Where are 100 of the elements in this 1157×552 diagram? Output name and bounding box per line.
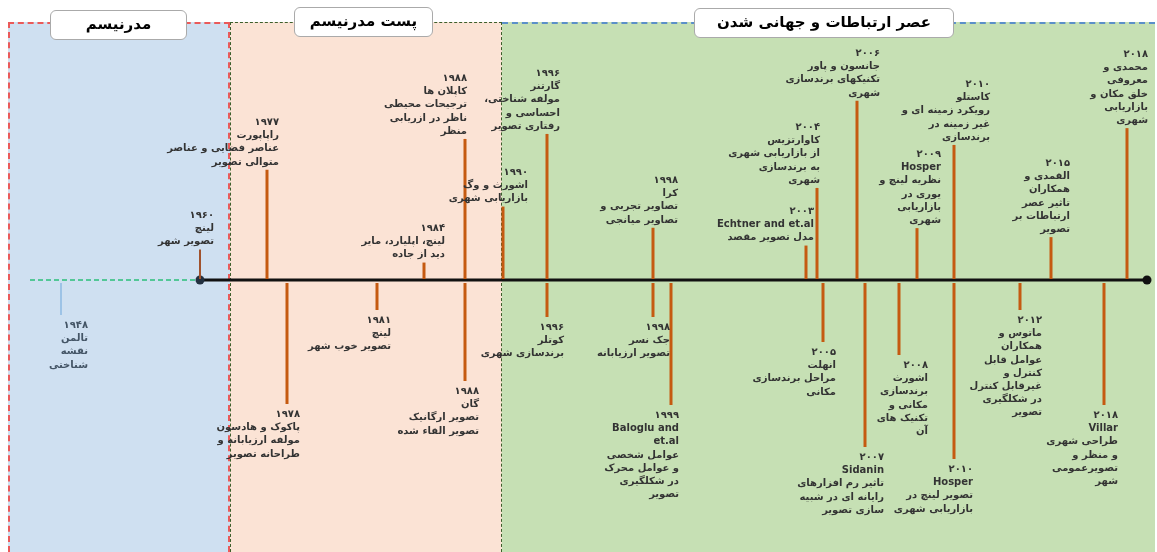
event-year: ۱۹۹۶ xyxy=(538,320,564,334)
event-author: تالمن xyxy=(60,331,88,345)
event-description: از بازاریابی شهری به برندسازی شهری xyxy=(727,146,820,186)
event-description: طراحی شهری و منظر و تصویرعمومی شهر xyxy=(1045,434,1118,488)
leader-line xyxy=(651,227,655,279)
leader-line xyxy=(952,283,956,459)
event-year: ۱۹۸۱ xyxy=(365,313,391,327)
event-description: تصویر شهر xyxy=(156,234,214,248)
event-year: ۱۹۹۸ xyxy=(652,173,678,187)
leader-line xyxy=(545,133,549,279)
event-author: محمدی و معروفی xyxy=(1101,60,1148,87)
leader-line xyxy=(463,138,467,279)
event-author: اشورث xyxy=(891,371,928,385)
event-description: برندسازی شهری xyxy=(479,346,564,360)
leader-line xyxy=(422,262,426,279)
event-description: تکنیکهای برندسازی شهری xyxy=(784,72,880,99)
leader-line xyxy=(60,282,62,316)
event-description: تاثیر عصر ارتباطات بر تصویر xyxy=(1011,195,1070,236)
event-description: ترجیحات محیطی ناظر در ازریابی منظر xyxy=(382,97,467,137)
event-year: ۲۰۰۳ xyxy=(788,204,814,218)
event-year: ۲۰۰۴ xyxy=(794,120,820,134)
event-year: ۱۹۴۸ xyxy=(62,318,88,332)
event-year: ۲۰۰۷ xyxy=(858,450,884,464)
event-author: راپاپورت xyxy=(235,128,279,142)
event-description: تصویر لینچ در بازاریابی شهری xyxy=(892,488,973,515)
event-year: ۲۰۱۲ xyxy=(1016,313,1042,327)
leader-line xyxy=(1102,283,1106,405)
event-author: Villar xyxy=(1087,421,1118,435)
leader-line xyxy=(265,169,269,279)
event-description: مولفه ارزیابانه و طراحانه تصویر xyxy=(216,433,300,460)
event-description: تصویر ارگانیک تصویر القاء شده xyxy=(396,410,479,437)
leader-line xyxy=(669,283,673,405)
event-year: ۱۹۹۶ xyxy=(534,66,560,80)
event-author: لینچ، اپلیارد، مایر xyxy=(360,234,445,248)
event-author: القمدی و همکاران xyxy=(1022,169,1070,196)
event-year: ۲۰۰۵ xyxy=(810,345,836,359)
event-year: ۲۰۱۵ xyxy=(1044,156,1070,170)
event-year: ۲۰۰۶ xyxy=(854,46,880,60)
event-description: نقشه شناختی xyxy=(47,344,88,371)
event-description: عوامل قابل کنترل و غیرقابل کنترل در شکلگیری تصویر xyxy=(968,352,1042,419)
leader-line xyxy=(1049,237,1053,279)
event-year: ۲۰۱۸ xyxy=(1122,47,1148,61)
event-year: ۲۰۱۰ xyxy=(947,462,973,476)
leader-line xyxy=(1125,128,1129,279)
event-description: خلق مکان و بازاریابی شهری xyxy=(1088,86,1148,127)
leader-line xyxy=(952,144,956,279)
event-year: ۱۹۹۸ xyxy=(644,320,670,334)
event-author: لینچ xyxy=(370,326,391,340)
event-description: دید از جاده xyxy=(391,247,445,261)
leader-line xyxy=(1018,283,1022,310)
leader-line xyxy=(285,283,289,404)
event-description: تصاویر تجربی و تصاویر میانجی xyxy=(598,199,678,226)
leader-line xyxy=(545,283,549,317)
event-description: رویکرد زمینه ای و غیر زمینه در برندسازی xyxy=(900,103,990,143)
event-year: ۲۰۱۸ xyxy=(1092,408,1118,422)
event-description: مدل تصویر مقصد xyxy=(726,230,814,244)
event-description: تصویر ارزیابانه xyxy=(595,346,670,360)
event-year: ۱۹۸۸ xyxy=(441,71,467,85)
leader-line xyxy=(855,100,859,279)
leader-line xyxy=(375,283,379,310)
event-description: عوامل شخصی و عوامل محرک در شکلگیری تصویر xyxy=(603,447,679,501)
event-year: ۱۹۶۰ xyxy=(188,208,214,222)
event-year: ۲۰۰۹ xyxy=(915,147,941,161)
leader-line xyxy=(821,283,825,342)
event-year: ۱۹۷۷ xyxy=(253,115,279,129)
leader-line xyxy=(463,283,467,381)
leader-line xyxy=(915,228,919,279)
leader-line xyxy=(897,283,901,355)
event-year: ۲۰۰۸ xyxy=(902,358,928,372)
event-description: برندسازی مکانی و تکنیک های آن xyxy=(875,384,928,438)
event-description: تاثیر رم افزارهای رایانه ای در شبیه سازی تصویر xyxy=(796,476,884,516)
leader-line xyxy=(199,248,201,280)
event-author: Sidanin xyxy=(840,463,884,477)
event-description: مولفه شناختی، احساسی و رفتاری تصویر xyxy=(483,92,560,132)
event-year: ۲۰۱۰ xyxy=(964,77,990,91)
event-author: Echtner and et.al xyxy=(715,217,814,231)
event-author: جانسون و پاور xyxy=(806,59,880,73)
event-author: کوتلر xyxy=(536,333,564,347)
event-author: گارتنر xyxy=(529,79,560,93)
leader-line xyxy=(863,283,867,447)
event-author: انهلت xyxy=(806,358,836,372)
event-author: کاوارتزیس xyxy=(766,133,820,147)
event-year: ۱۹۹۰ xyxy=(502,165,528,179)
period-heading: مدرنیسم xyxy=(50,10,187,40)
leader-line xyxy=(815,187,819,279)
event-year: ۱۹۷۸ xyxy=(274,407,300,421)
event-author: Baloglu and et.al xyxy=(611,421,679,448)
event-year: ۱۹۸۸ xyxy=(453,384,479,398)
event-year: ۱۹۸۴ xyxy=(419,221,445,235)
leader-line xyxy=(804,245,808,279)
event-author: Hosper xyxy=(899,160,941,174)
event-author: جک نسر xyxy=(627,333,670,347)
event-description: نظریه لینچ و یوری در بازاریابی شهری xyxy=(877,173,941,227)
event-author: گان xyxy=(459,397,479,411)
event-author: Hosper xyxy=(931,475,973,489)
period-heading: پست مدرنیسم xyxy=(294,7,433,37)
event-author: ماتوس و همکاران xyxy=(997,326,1042,353)
period-heading: عصر ارتباطات و جهانی شدن xyxy=(694,8,954,38)
event-author: کاستلو xyxy=(954,90,990,104)
event-author: کرا xyxy=(661,186,678,200)
